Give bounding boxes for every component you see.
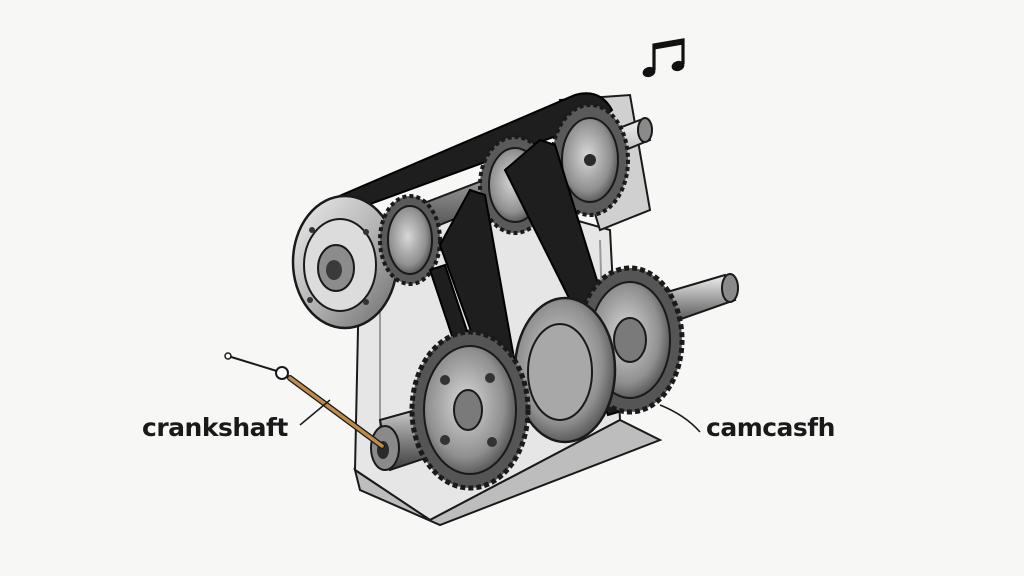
- upper-left-pulley: [291, 194, 399, 330]
- music-note-icon: [642, 38, 685, 78]
- lower-left-pulley: [409, 329, 531, 491]
- center-drum: [513, 296, 617, 444]
- camshaft-label: camcasfh: [706, 413, 835, 442]
- pointer-rod: [224, 352, 385, 449]
- crankshaft-label: crankshaft: [142, 413, 288, 442]
- upper-middle-gear: [378, 194, 442, 286]
- crankshaft-leader-line: [299, 399, 331, 426]
- camshaft-leader-line: [659, 404, 701, 433]
